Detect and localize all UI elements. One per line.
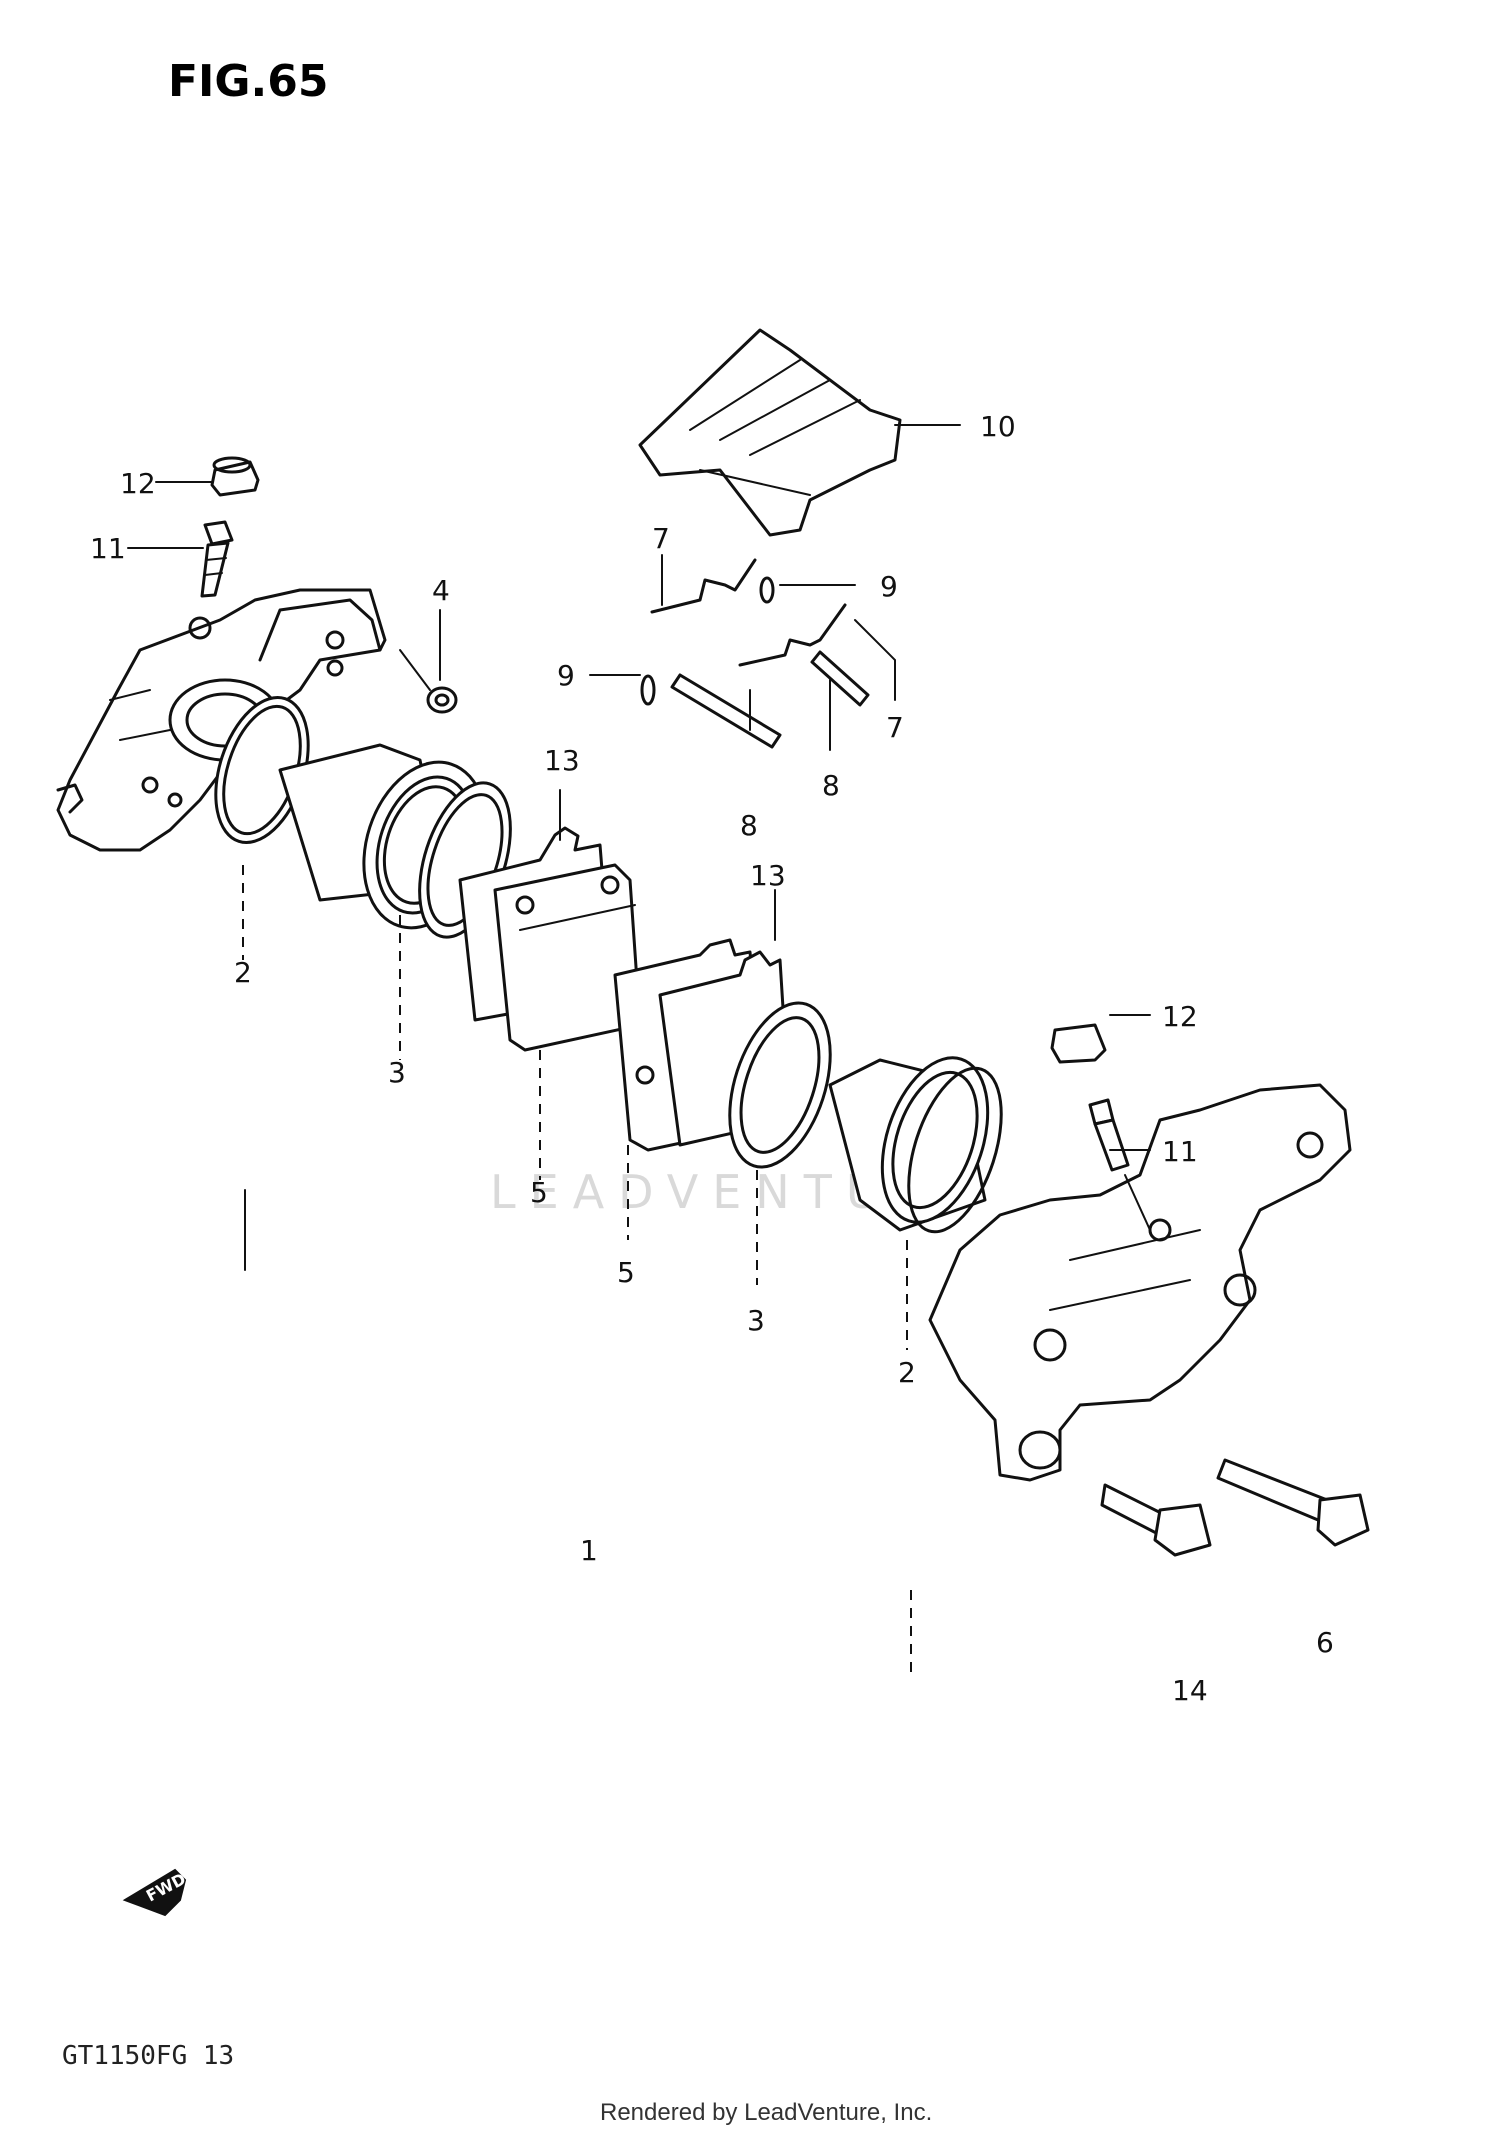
callout-13-right: 13 — [750, 859, 786, 892]
piston-right — [728, 1001, 990, 1232]
bleeder-valve-left — [200, 520, 234, 598]
mounting-bolt-short — [1100, 1483, 1212, 1557]
pad-pin-clip-lower — [640, 674, 656, 706]
callout-11-right: 11 — [1162, 1135, 1198, 1168]
piston-left — [278, 743, 512, 939]
callout-12-right: 12 — [1162, 1000, 1198, 1033]
callout-7-lower: 7 — [886, 711, 904, 744]
callout-4: 4 — [432, 574, 450, 607]
callout-7-upper: 7 — [652, 522, 670, 555]
callout-8-upper: 8 — [822, 769, 840, 802]
callout-9-lower: 9 — [557, 659, 575, 692]
mounting-bolt-long — [1216, 1458, 1370, 1547]
callout-2-right: 2 — [898, 1356, 916, 1389]
callout-12-left: 12 — [120, 467, 156, 500]
callout-13-left: 13 — [544, 744, 580, 777]
callout-1: 1 — [580, 1534, 598, 1567]
callout-9-upper: 9 — [880, 570, 898, 603]
left-caliper-body — [56, 588, 387, 852]
pad-spring-cover — [638, 328, 902, 537]
pad-spring-upper — [650, 558, 757, 614]
callout-3-right: 3 — [747, 1304, 765, 1337]
bleeder-cap-right — [1050, 1023, 1107, 1064]
right-caliper-body — [928, 1083, 1352, 1482]
pad-pin-clip-upper — [759, 576, 775, 604]
callout-5-left: 5 — [530, 1176, 548, 1209]
callout-2-left: 2 — [234, 956, 252, 989]
callout-10: 10 — [980, 410, 1016, 443]
bleeder-valve-right — [1088, 1098, 1130, 1172]
model-code: GT1150FG 13 — [62, 2041, 234, 2071]
piston-seal-right — [907, 1066, 1003, 1234]
pad-spring-lower — [738, 603, 847, 667]
figure-title: FIG.65 — [168, 56, 329, 107]
footer-credit: Rendered by LeadVenture, Inc. — [600, 2099, 932, 2126]
callout-6: 6 — [1316, 1626, 1334, 1659]
bleeder-cap-left — [210, 456, 260, 497]
callout-3-left: 3 — [388, 1056, 406, 1089]
pad-pin-lower — [670, 673, 782, 749]
forward-arrow-icon: FWD — [122, 1868, 189, 1917]
callout-11-left: 11 — [90, 532, 126, 565]
caliper-plug — [426, 686, 458, 714]
pad-pin-upper — [810, 650, 870, 707]
callout-5-right: 5 — [617, 1256, 635, 1289]
callout-8-lower: 8 — [740, 809, 758, 842]
callout-14: 14 — [1172, 1674, 1208, 1707]
